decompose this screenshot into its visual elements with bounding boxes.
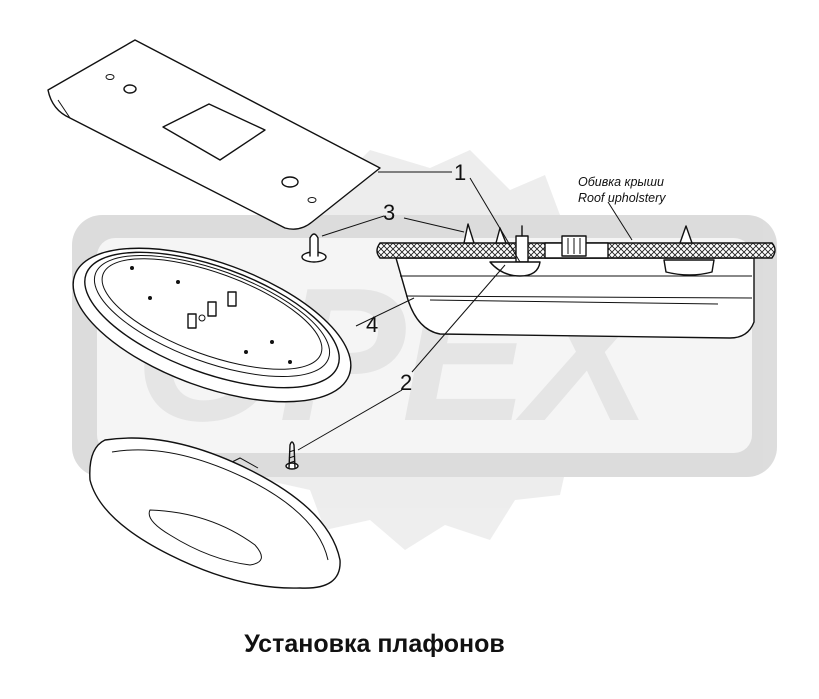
roof-section-view [376, 223, 776, 339]
screw [285, 441, 299, 470]
callout-1: 1 [454, 160, 466, 185]
lamp-housing [72, 247, 352, 403]
callout-2-screw: 2 [400, 370, 412, 395]
pin-fastener [301, 233, 327, 263]
diagram-caption: Установка плафонов [244, 630, 505, 658]
callout-4: 4 [366, 312, 378, 337]
lamp-contacts [187, 291, 237, 329]
note-ru: Обивка крыши [578, 175, 664, 189]
mounting-plate [47, 39, 381, 230]
lamp-diffuser [89, 437, 341, 589]
callout-3: 3 [383, 200, 395, 225]
leader-lines [297, 171, 633, 451]
note-en: Roof upholstery [578, 191, 666, 205]
